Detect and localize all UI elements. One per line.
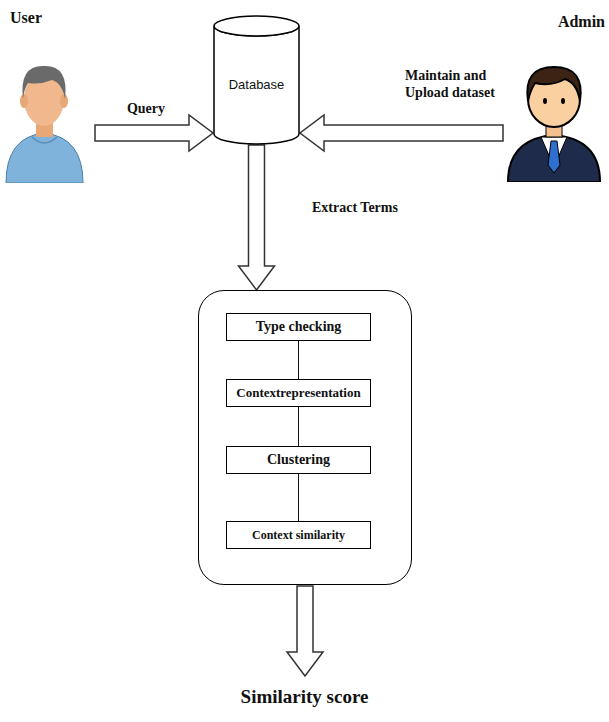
- database-label: Database: [229, 77, 285, 92]
- block-arrow: [300, 115, 503, 151]
- edge-label: Query: [116, 101, 176, 118]
- process-box: Clustering: [226, 446, 371, 474]
- actor-admin: Admin: [503, 5, 605, 185]
- connector-line: [298, 474, 299, 521]
- block-arrow: [95, 115, 213, 151]
- step-label: Contextrepresentation: [236, 385, 360, 401]
- connector-line: [298, 341, 299, 379]
- output-arrow: [287, 586, 323, 676]
- block-arrow: [239, 145, 275, 290]
- step-label: Clustering: [267, 452, 330, 468]
- connector-line: [298, 407, 299, 446]
- process-box: Contextrepresentation: [226, 379, 371, 407]
- process-box: Context similarity: [226, 521, 371, 549]
- actor-label: User: [0, 5, 95, 27]
- edge-label: Extract Terms: [312, 200, 422, 217]
- step-label: Context similarity: [252, 528, 345, 543]
- user-person-icon: [2, 53, 87, 183]
- actor-user: User: [0, 5, 95, 185]
- edge-label: Maintain and Upload dataset: [405, 68, 497, 102]
- process-box: Type checking: [226, 313, 371, 341]
- step-label: Type checking: [256, 319, 342, 335]
- processing-container: Type checkingContextrepresentationCluste…: [198, 290, 412, 585]
- actor-label: Admin: [503, 5, 605, 31]
- admin-person-icon: [505, 57, 603, 182]
- output-label: Similarity score: [0, 686, 609, 709]
- database-node: Database: [213, 15, 300, 145]
